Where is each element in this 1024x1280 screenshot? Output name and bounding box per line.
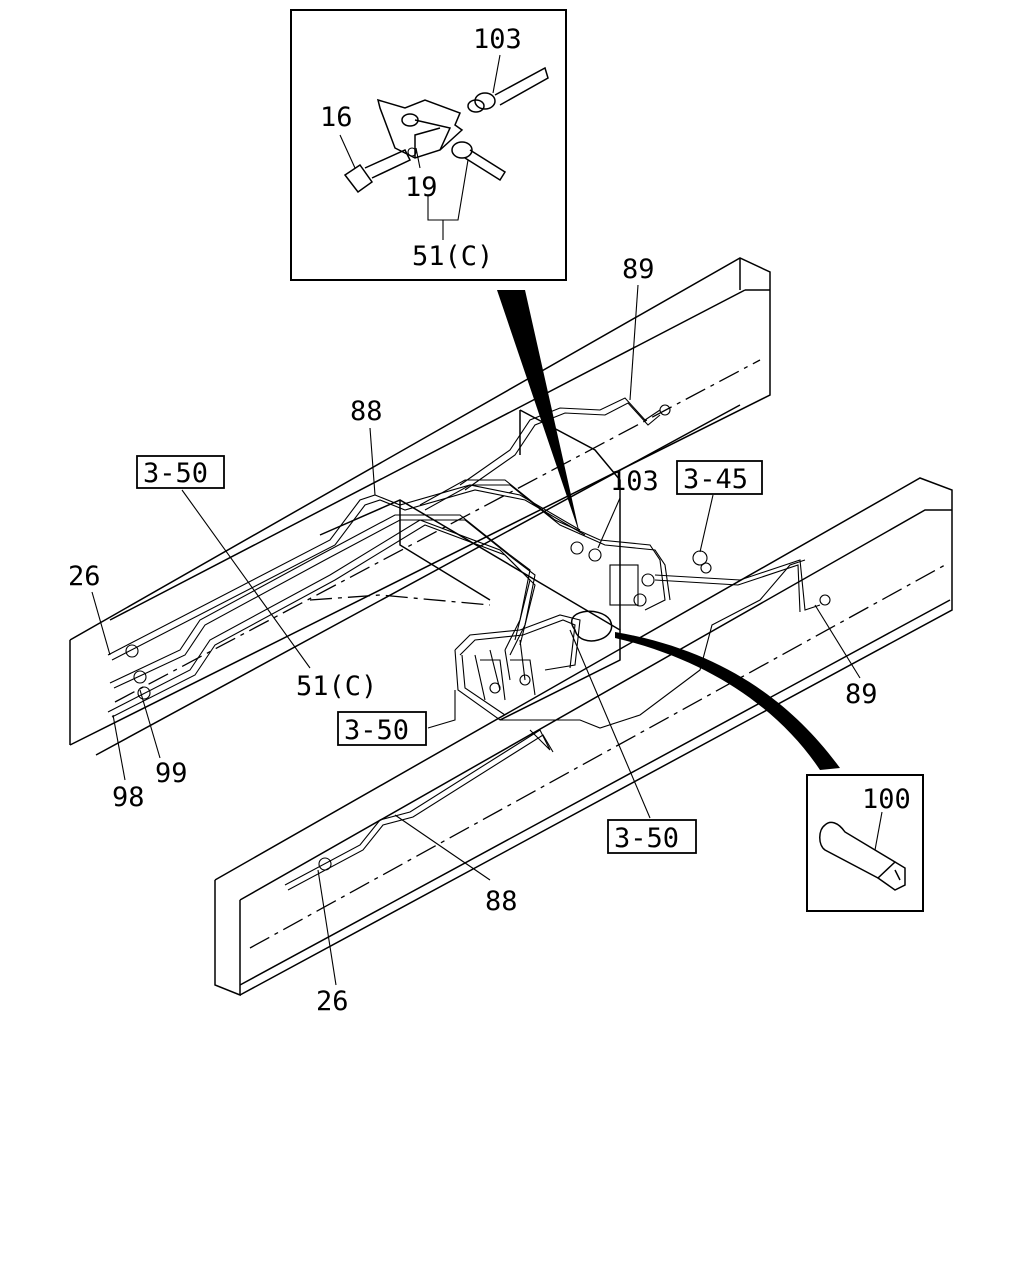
label-51c-inset: 51(C) — [412, 241, 493, 272]
label-99: 99 — [155, 758, 188, 789]
label-103-mid: 103 — [610, 466, 659, 497]
label-98: 98 — [112, 782, 145, 813]
label-51c-mid: 51(C) — [296, 671, 377, 702]
label-19: 19 — [405, 172, 438, 203]
inset-edge-clip: 100 — [806, 774, 924, 912]
inset-pointers — [497, 290, 840, 770]
reference-boxes: 3-50 3-45 3-50 3-50 — [136, 455, 763, 854]
ref-3-45-text: 3-45 — [683, 464, 748, 495]
inset-tee-fitting: 103 16 19 51(C) — [290, 9, 567, 281]
label-100: 100 — [862, 784, 911, 815]
ref-3-50-b-text: 3-50 — [344, 715, 409, 746]
label-88-top: 88 — [350, 396, 383, 427]
label-26-left: 26 — [68, 561, 101, 592]
ref-3-50-a-text: 3-50 — [143, 458, 208, 489]
leader-lines — [91, 284, 861, 986]
label-26-bottom: 26 — [316, 986, 349, 1017]
inset-clip-frame — [806, 774, 924, 912]
ref-box-3-50-b: 3-50 — [337, 711, 427, 746]
label-16: 16 — [320, 102, 353, 133]
upper-frame-rail — [69, 257, 771, 756]
ref-3-50-c-text: 3-50 — [614, 823, 679, 854]
ref-box-3-50-c: 3-50 — [607, 819, 697, 854]
ref-box-3-45: 3-45 — [676, 460, 763, 495]
ref-box-3-50-a: 3-50 — [136, 455, 225, 489]
label-88-bottom: 88 — [485, 886, 518, 917]
label-89-top: 89 — [622, 254, 655, 285]
callout-labels: 89 88 103 26 51(C) 99 98 89 88 26 — [68, 254, 878, 1017]
lower-frame-rail — [214, 477, 953, 997]
label-89-right: 89 — [845, 679, 878, 710]
inset-top-frame — [290, 9, 567, 281]
label-103-inset: 103 — [473, 24, 522, 55]
brake-pipes — [107, 397, 821, 891]
